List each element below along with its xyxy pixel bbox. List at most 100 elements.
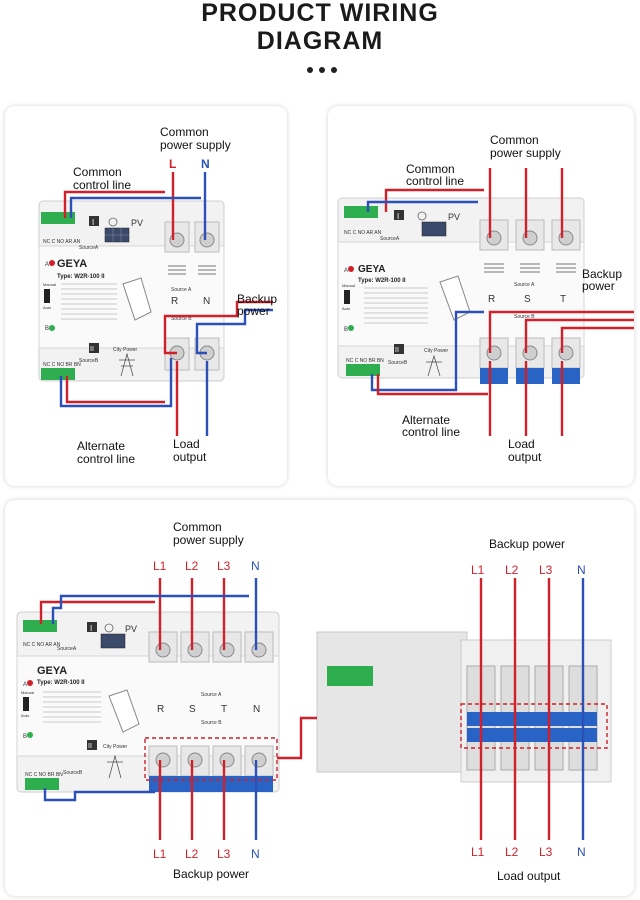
wires-panel1 <box>59 172 273 436</box>
source-a-label: Source A <box>171 287 192 293</box>
right-top-phase-n: N <box>577 563 586 577</box>
backup-power-top-label: Backup power <box>489 537 565 551</box>
source-a-control-terminal <box>41 212 75 224</box>
side-device-control-terminal <box>327 666 373 686</box>
solar-panel-icon <box>104 217 130 243</box>
load-output-label-1: Load <box>173 437 200 451</box>
backup-power-bottom-label: Backup power <box>173 867 249 881</box>
manual-auto-switch[interactable] <box>344 290 350 304</box>
load-output-label-1: Load <box>508 437 535 451</box>
nc-a-label: NC C NO AR AN <box>23 642 61 648</box>
roman-2-box <box>87 740 97 750</box>
top-phase-l3: L3 <box>217 559 231 573</box>
right-top-phase-l3: L3 <box>539 563 553 577</box>
terminal-r: R <box>488 294 495 305</box>
panel-single-phase: NC C NO AR AN SourceA I PV Source A A GE… <box>5 106 287 486</box>
roman-2-box <box>89 343 99 353</box>
selector-handle[interactable] <box>122 277 152 321</box>
common-control-label-2: control line <box>406 174 464 188</box>
carousel-dots <box>305 66 339 74</box>
screw-top-3 <box>219 642 235 658</box>
common-power-supply-label-1: Common <box>160 125 209 139</box>
screw-top-1 <box>155 642 171 658</box>
selector-handle[interactable] <box>108 689 140 733</box>
manual-label: Manual <box>342 283 355 288</box>
source-a-terminal-label: SourceA <box>380 236 400 242</box>
roman-1: I <box>397 212 399 221</box>
mark-a: A <box>23 682 27 688</box>
roman-1-box <box>87 622 97 632</box>
common-control-label-2: control line <box>73 178 131 192</box>
indicator-b <box>27 732 33 738</box>
pylon-icon <box>119 352 135 377</box>
screw-top-2 <box>187 642 203 658</box>
pv-label: PV <box>131 218 143 228</box>
common-power-supply-label-2: power supply <box>173 533 244 547</box>
indicator-b <box>49 325 55 331</box>
mark-b: B <box>45 326 49 332</box>
nc-a-label: NC C NO AR AN <box>43 239 81 245</box>
wires-panel3-right <box>479 578 585 840</box>
screw-bottom-2 <box>187 752 203 768</box>
common-power-supply-label-2: power supply <box>160 138 231 152</box>
side-terminal-highlight <box>460 703 608 749</box>
device-front <box>16 655 280 757</box>
bottom-phase-l2: L2 <box>185 847 199 861</box>
source-a-terminal-label: SourceA <box>57 646 77 652</box>
common-power-supply-label-1: Common <box>173 520 222 534</box>
source-b-control-terminal <box>346 364 380 376</box>
source-b-label: Source B <box>514 314 535 320</box>
screw-bottom-1 <box>155 752 171 768</box>
indicator-a <box>27 680 33 686</box>
bottom-phase-l3: L3 <box>217 847 231 861</box>
nc-b-label: NC C NO BR BN <box>25 772 63 778</box>
manual-auto-switch[interactable] <box>23 697 29 711</box>
source-a-control-terminal <box>344 206 378 218</box>
roman-1: I <box>92 218 94 227</box>
common-power-supply-label-2: power supply <box>490 146 561 160</box>
screw-top-n <box>199 232 215 248</box>
backup-power-label-2: power <box>237 304 270 318</box>
phase-n-label: N <box>201 157 210 171</box>
alternate-control-label-1: Alternate <box>77 439 125 453</box>
panel-four-pole: NC C NO AR AN SourceA I PV Source A A GE… <box>5 500 634 896</box>
terminal-blue-1 <box>480 368 508 384</box>
bottom-phase-l1: L1 <box>153 847 167 861</box>
right-bottom-phase-n: N <box>577 845 586 859</box>
source-b-terminal-label: SourceB <box>63 770 83 776</box>
manual-auto-switch[interactable] <box>44 289 50 303</box>
alternate-control-label-2: control line <box>77 452 135 466</box>
phase-l-label: L <box>169 157 176 171</box>
terminal-1-label: R <box>157 704 164 715</box>
terminal-s: S <box>524 294 531 305</box>
page-title-line1: PRODUCT WIRING <box>201 0 439 27</box>
alternate-control-label-1: Alternate <box>402 413 450 427</box>
bottom-phase-n: N <box>251 847 260 861</box>
terminal-blue-2 <box>516 368 544 384</box>
right-top-phase-l2: L2 <box>505 563 519 577</box>
auto-label: Auto <box>43 305 52 310</box>
device-type: Type: W2R-100 II <box>57 274 105 280</box>
source-b-terminal-label: SourceB <box>79 358 99 364</box>
city-power-label: City Power <box>424 348 449 354</box>
top-phase-l1: L1 <box>153 559 167 573</box>
terminal-3-label: T <box>221 704 227 715</box>
top-phase-n: N <box>251 559 260 573</box>
load-output-label-2: output <box>508 450 542 464</box>
top-phase-l2: L2 <box>185 559 199 573</box>
solar-panel-icon <box>417 211 447 237</box>
source-b-control-terminal <box>41 368 75 380</box>
indicator-b <box>348 325 354 331</box>
pv-label: PV <box>125 624 137 634</box>
roman-2: II <box>90 346 94 353</box>
indicator-a <box>49 260 55 266</box>
roman-1: I <box>90 624 92 633</box>
page-title-line2: DIAGRAM <box>256 27 384 55</box>
panel1-diagram: NC C NO AR AN SourceA I PV Source A A GE… <box>38 125 277 466</box>
roman-2: II <box>88 743 92 750</box>
side-device-body <box>316 631 468 773</box>
terminal-t: T <box>560 294 566 305</box>
panel2-diagram: NC C NO AR AN SourceA I PV Source A A GE… <box>337 133 634 464</box>
terminal-2-label: S <box>189 704 196 715</box>
nc-a-label: NC C NO AR AN <box>344 230 382 236</box>
